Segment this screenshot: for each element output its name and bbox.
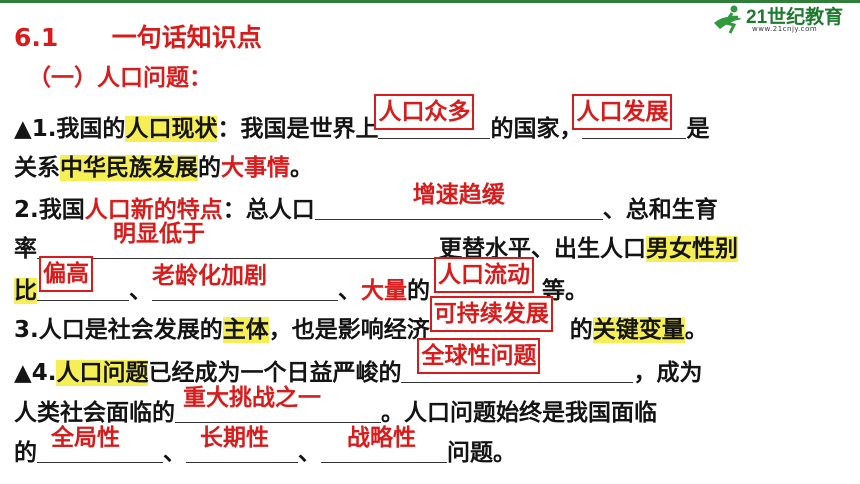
- top-accent-bar: [0, 0, 860, 3]
- blank-8: 可持续发展: [429, 296, 570, 340]
- section-subtitle: （一）人口问题：: [28, 65, 212, 91]
- answer-11: 全局性: [51, 425, 120, 451]
- highlight-subject: 主体: [222, 317, 269, 343]
- blank-2: 人口发展: [572, 94, 687, 139]
- answer-13: 战略性: [347, 425, 416, 451]
- answer-1: 人口众多: [374, 94, 475, 130]
- blank-3: 增速趋缓: [314, 182, 603, 220]
- answer-5: 偏高: [39, 256, 93, 292]
- red-major-event: 大事情: [221, 155, 290, 181]
- point-1-line-2: 关系中华民族发展的大事情。: [14, 155, 313, 181]
- answer-6: 老龄化加剧: [152, 263, 267, 289]
- answer-4: 明显低于: [113, 221, 205, 247]
- red-new-features: 人口新的特点: [84, 197, 223, 223]
- point-3-line: 3.人口是社会发展的主体，也是影响经济可持续发展的关键变量。: [14, 296, 708, 346]
- answer-3: 增速趋缓: [412, 182, 505, 208]
- runner-logo-icon: [714, 5, 742, 34]
- title-text: 一句话知识点: [111, 23, 262, 52]
- answer-10: 重大挑战之一: [183, 385, 321, 411]
- logo-text: 21世纪教育: [746, 7, 844, 28]
- highlight-nation-development: 中华民族发展: [60, 155, 198, 181]
- page-title: 6.1 一句话知识点: [14, 22, 262, 54]
- point-2-line-3: 比偏高、老龄化加剧、大量的人口流动等。: [14, 256, 588, 307]
- blank-11: 全局性: [37, 425, 163, 463]
- answer-2: 人口发展: [572, 94, 673, 130]
- point-2-line: 2.我国人口新的特点：总人口增速趋缓、总和生育: [14, 182, 718, 226]
- blank-7: 人口流动: [430, 257, 542, 301]
- blank-5: 偏高: [37, 256, 129, 301]
- blank-6: 老龄化加剧: [152, 263, 338, 301]
- blank-12: 长期性: [186, 425, 298, 463]
- highlight-sex-ratio: 男女性别: [646, 236, 738, 262]
- answer-7: 人口流动: [434, 257, 534, 293]
- point-4-line-2: 人类社会面临的重大挑战之一。人口问题始终是我国面临: [14, 385, 657, 429]
- answer-12: 长期性: [200, 425, 269, 451]
- highlight-key-variable: 关键变量: [592, 317, 685, 343]
- answer-8: 可持续发展: [429, 296, 553, 332]
- blank-10: 重大挑战之一: [175, 385, 381, 423]
- blank-13: 战略性: [321, 425, 447, 463]
- highlight-population-status: 人口现状: [125, 116, 218, 142]
- logo-url: www.21cnjy.com: [752, 25, 818, 33]
- title-number: 6.1: [14, 23, 59, 52]
- point-4-line: ▲4.人口问题已经成为一个日益严峻的全球性问题，成为: [14, 338, 702, 389]
- point-2-line-2: 率明显低于更替水平、出生人口男女性别: [14, 221, 738, 265]
- highlight-population-problem: 人口问题: [56, 360, 149, 386]
- point-1-line: ▲1.我国的人口现状：我国是世界上人口众多的国家，人口发展是: [14, 94, 709, 145]
- answer-9: 全球性问题: [417, 338, 541, 374]
- blank-4: 明显低于: [37, 221, 439, 259]
- point-4-line-3: 的全局性、长期性、战略性问题。: [14, 425, 516, 469]
- blank-9: 全球性问题: [401, 338, 634, 383]
- blank-1: 人口众多: [374, 94, 491, 139]
